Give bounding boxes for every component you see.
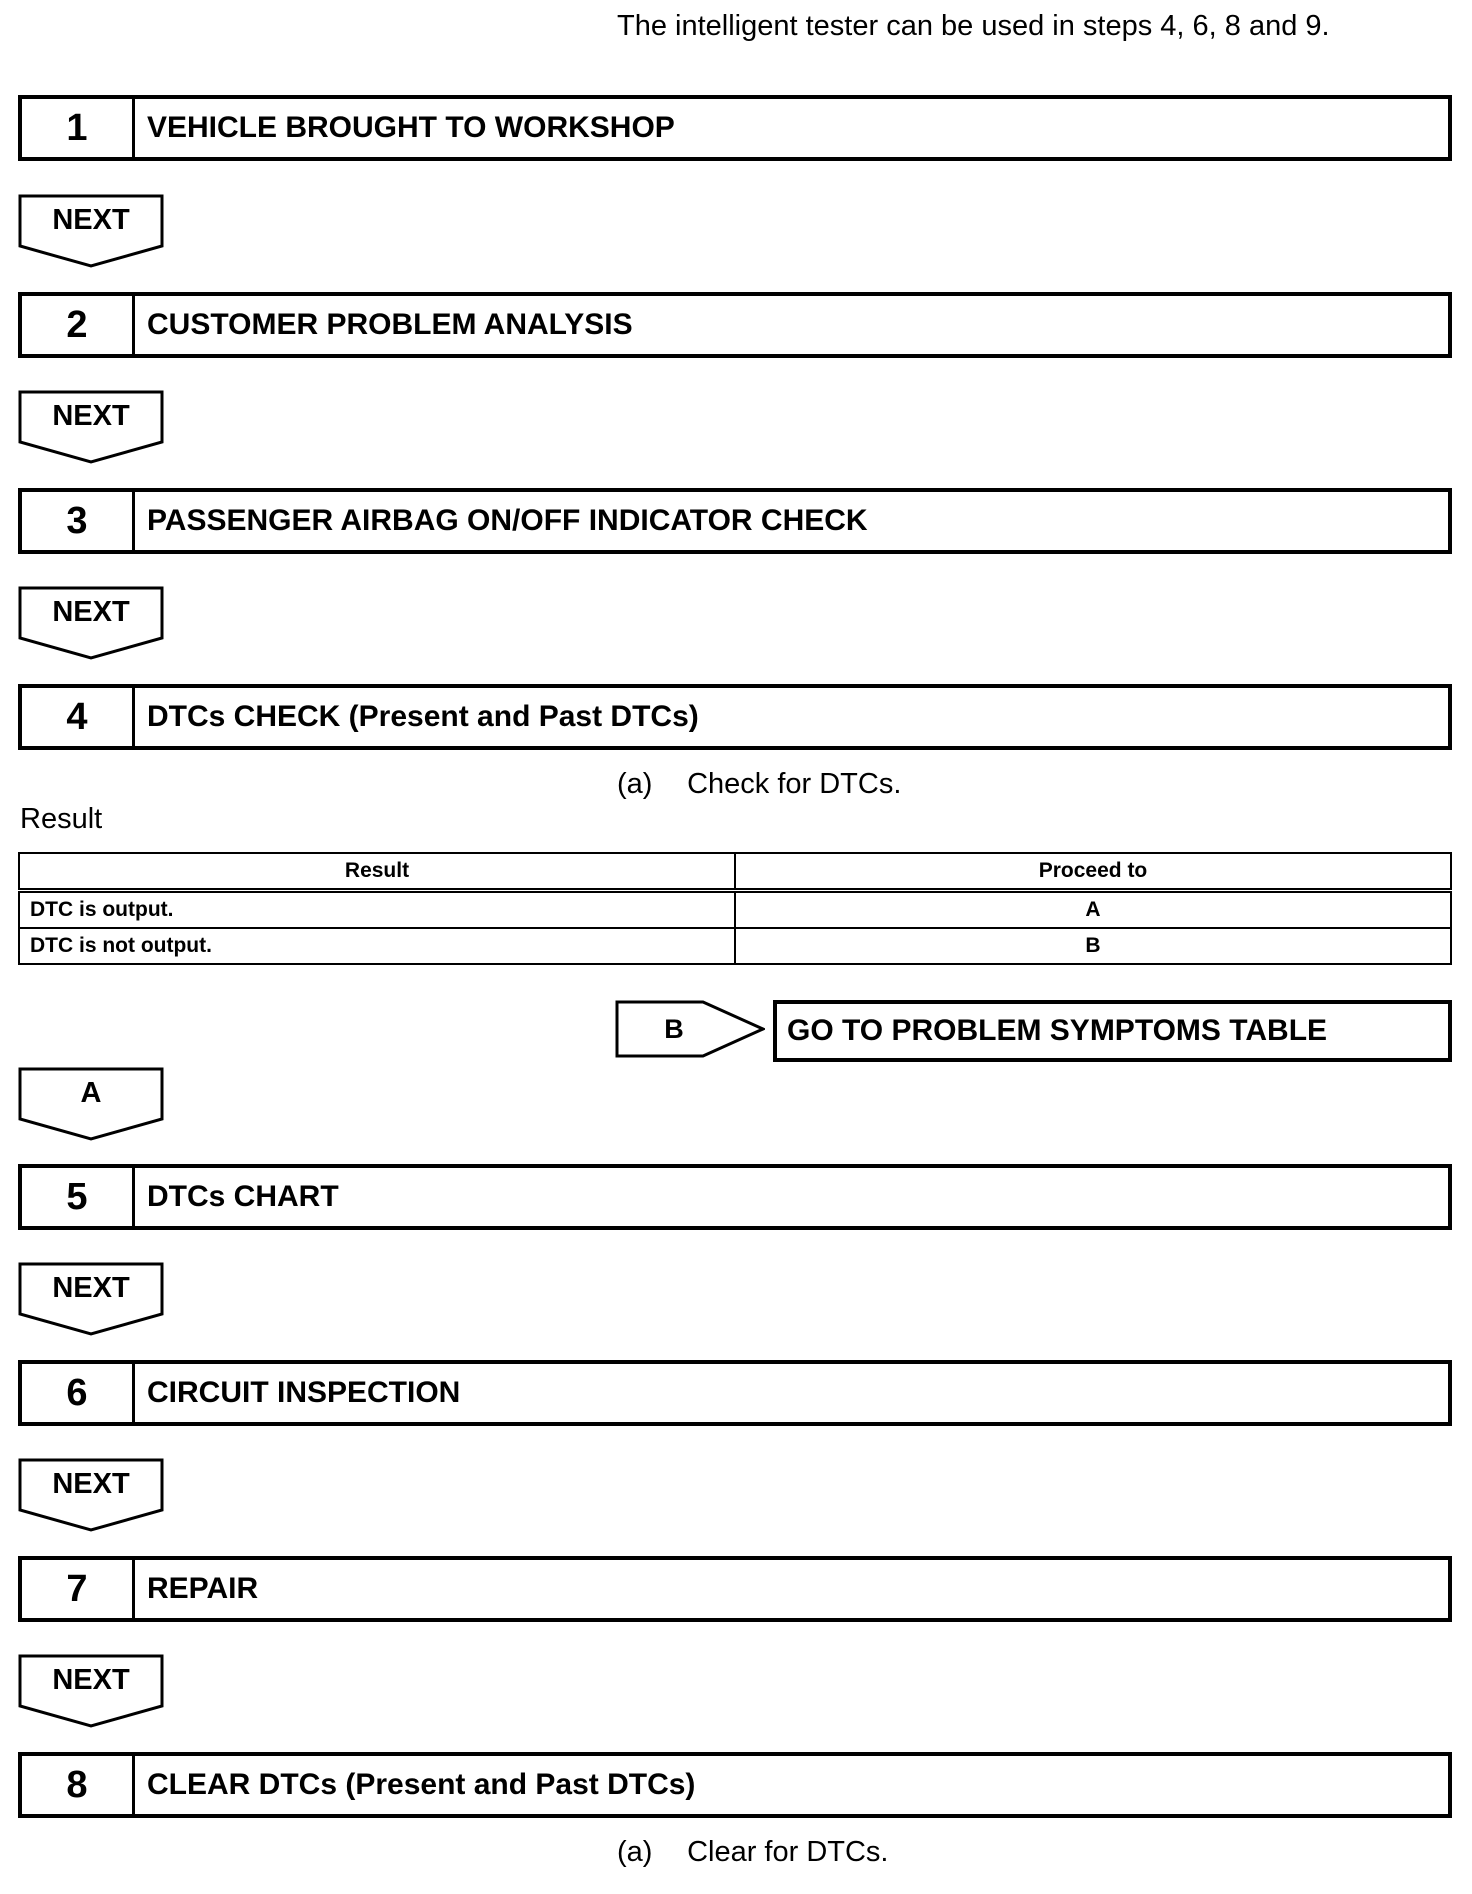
arrow-label: B <box>664 1013 684 1044</box>
next-arrow-1: NEXT <box>18 194 164 268</box>
arrow-label: NEXT <box>52 1468 130 1500</box>
arrow-label: NEXT <box>52 1664 130 1696</box>
result-table: Result Proceed to DTC is output. A DTC i… <box>18 852 1452 965</box>
table-row: DTC is not output. B <box>18 927 1452 965</box>
step-number: 4 <box>22 688 135 746</box>
step-title: VEHICLE BROUGHT TO WORKSHOP <box>147 111 675 144</box>
down-arrow-icon <box>18 1067 164 1141</box>
right-arrow-icon <box>615 1000 765 1058</box>
step-5: 5 DTCs CHART <box>18 1164 1452 1230</box>
down-arrow-icon <box>18 390 164 464</box>
step-number: 1 <box>22 99 135 157</box>
down-arrow-icon <box>18 194 164 268</box>
arrow-label: NEXT <box>52 1272 130 1304</box>
step-4: 4 DTCs CHECK (Present and Past DTCs) <box>18 684 1452 750</box>
step-title: CIRCUIT INSPECTION <box>147 1376 461 1409</box>
next-arrow-3: NEXT <box>18 586 164 660</box>
next-arrow-7: NEXT <box>18 1654 164 1728</box>
step-title: REPAIR <box>147 1572 259 1605</box>
step-title: DTCs CHECK (Present and Past DTCs) <box>147 700 699 733</box>
step-8-substep: (a) Clear for DTCs. <box>617 1836 888 1869</box>
step-number: 2 <box>22 296 135 354</box>
goto-problem-symptoms-table: GO TO PROBLEM SYMPTOMS TABLE <box>773 1000 1452 1062</box>
step-title: CLEAR DTCs (Present and Past DTCs) <box>147 1768 696 1801</box>
arrow-label: NEXT <box>52 400 130 432</box>
substep-label: (a) <box>617 768 653 800</box>
arrow-label: NEXT <box>52 204 130 236</box>
substep-text: Check for DTCs. <box>687 768 902 800</box>
substep-label: (a) <box>617 1836 653 1868</box>
step-title: PASSENGER AIRBAG ON/OFF INDICATOR CHECK <box>147 504 868 537</box>
down-arrow-icon <box>18 586 164 660</box>
step-number: 3 <box>22 492 135 550</box>
table-header: Proceed to <box>734 852 1452 893</box>
step-title: CUSTOMER PROBLEM ANALYSIS <box>147 308 633 341</box>
branch-a-arrow: A <box>18 1067 164 1141</box>
down-arrow-icon <box>18 1262 164 1336</box>
step-number: 5 <box>22 1168 135 1226</box>
step-number: 6 <box>22 1364 135 1422</box>
next-arrow-2: NEXT <box>18 390 164 464</box>
intro-note: The intelligent tester can be used in st… <box>617 10 1330 42</box>
substep-text: Clear for DTCs. <box>687 1836 889 1868</box>
step-3: 3 PASSENGER AIRBAG ON/OFF INDICATOR CHEC… <box>18 488 1452 554</box>
step-6: 6 CIRCUIT INSPECTION <box>18 1360 1452 1426</box>
step-7: 7 REPAIR <box>18 1556 1452 1622</box>
table-cell: DTC is not output. <box>18 927 736 965</box>
table-header-row: Result Proceed to <box>18 852 1452 893</box>
next-arrow-5: NEXT <box>18 1262 164 1336</box>
down-arrow-icon <box>18 1654 164 1728</box>
table-header: Result <box>18 852 736 893</box>
table-cell: DTC is output. <box>18 889 736 929</box>
step-number: 7 <box>22 1560 135 1618</box>
result-heading: Result <box>20 803 103 835</box>
table-cell: A <box>734 889 1452 929</box>
step-2: 2 CUSTOMER PROBLEM ANALYSIS <box>18 292 1452 358</box>
table-cell: B <box>734 927 1452 965</box>
step-number: 8 <box>22 1756 135 1814</box>
branch-b-arrow: B <box>615 1000 765 1058</box>
next-arrow-6: NEXT <box>18 1458 164 1532</box>
down-arrow-icon <box>18 1458 164 1532</box>
arrow-label: A <box>80 1077 102 1109</box>
step-1: 1 VEHICLE BROUGHT TO WORKSHOP <box>18 95 1452 161</box>
table-row: DTC is output. A <box>18 889 1452 929</box>
step-title: DTCs CHART <box>147 1180 339 1213</box>
step-4-substep: (a) Check for DTCs. <box>617 768 901 801</box>
arrow-label: NEXT <box>52 596 130 628</box>
step-8: 8 CLEAR DTCs (Present and Past DTCs) <box>18 1752 1452 1818</box>
